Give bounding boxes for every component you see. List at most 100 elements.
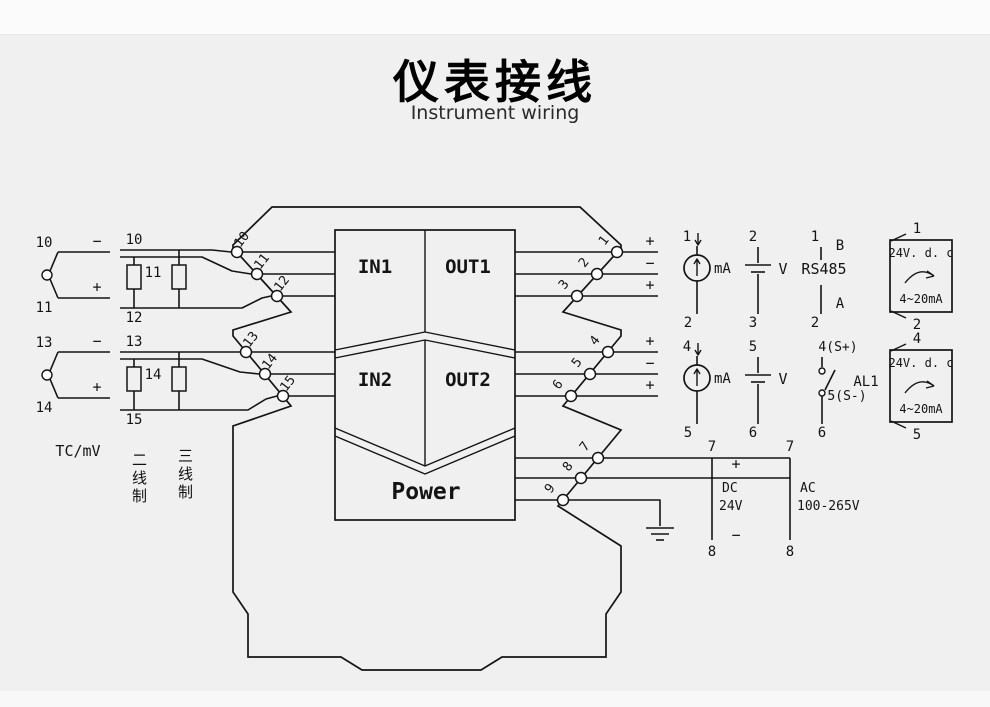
internal-wires <box>243 251 611 501</box>
rtd-resistor <box>126 366 142 392</box>
polarity-sign: + <box>645 232 654 250</box>
polarity-sign: + <box>645 276 654 294</box>
v2-bottom-num: 6 <box>749 425 757 441</box>
polarity-sign: − <box>645 354 654 372</box>
input-bus-wires <box>148 249 278 411</box>
volt-meter-out2: 5 V 6 <box>745 339 788 441</box>
loop2-voltage: 24V. d. c <box>888 356 953 370</box>
loop1-bottom-num: 2 <box>913 317 921 333</box>
loop2-bottom-num: 5 <box>913 427 921 443</box>
ac-voltage: 100-265V <box>797 499 860 514</box>
power-supply-section: 7 7 + − DC 24V AC 100-265V 8 8 <box>587 439 860 560</box>
out2-label: OUT2 <box>445 369 491 391</box>
polarity-sign: − <box>645 254 654 272</box>
bottom-strip <box>0 691 990 707</box>
rtd-resistor <box>126 264 142 290</box>
ma-meter-out2: 4 mA 5 <box>683 339 732 441</box>
sensor1-minus: − <box>92 232 101 250</box>
sensor-input-1: 10 − + 11 <box>36 232 110 316</box>
alarm-mid-num: 5(S-) <box>827 389 866 404</box>
ac-top-num: 7 <box>786 439 794 455</box>
sensor-type-label: TC/mV <box>55 442 100 460</box>
rs485-top-num: 1 <box>811 229 819 245</box>
ac-label: AC <box>800 481 816 496</box>
three-wire-column-1 <box>171 250 187 308</box>
page-subtitle: Instrument wiring <box>410 102 580 124</box>
loop1-top-num: 1 <box>913 221 921 237</box>
col-num: 10 <box>126 232 143 248</box>
in1-label: IN1 <box>358 256 392 278</box>
in2-label: IN2 <box>358 369 392 391</box>
col-num: 13 <box>126 334 143 350</box>
alarm-bottom-num: 6 <box>818 425 826 441</box>
terminal-num: 6 <box>550 377 567 392</box>
alarm-label: AL1 <box>853 374 878 390</box>
col-num: 12 <box>126 310 143 326</box>
sensor1-plus: + <box>92 278 101 296</box>
loop-supply-out1: 1 24V. d. c 4~20mA 2 <box>888 221 953 333</box>
top-strip <box>0 0 990 35</box>
two-wire-column-1: 10 11 12 <box>120 232 161 326</box>
loop2-range: 4~20mA <box>899 402 943 416</box>
dc-top-num: 7 <box>708 439 716 455</box>
ma-meter-out1: 1 mA 2 <box>683 229 732 331</box>
v1-unit: V <box>778 260 787 278</box>
three-wire-column-2 <box>171 352 187 410</box>
loop-supply-out2: 4 24V. d. c 4~20mA 5 <box>888 331 953 443</box>
power-label: Power <box>391 479 460 505</box>
device-outline <box>232 206 623 671</box>
loop1-range: 4~20mA <box>899 292 943 306</box>
col-num: 15 <box>126 412 143 428</box>
terminal-num: 4 <box>587 333 604 349</box>
alarm-top-num: 4(S+) <box>818 340 857 355</box>
sensor2-plus: + <box>92 378 101 396</box>
rs485-b-label: B <box>836 238 844 254</box>
col-num: 14 <box>145 367 162 383</box>
device-core: IN1 OUT1 IN2 OUT2 Power <box>334 229 516 521</box>
rs485-bottom-num: 2 <box>811 315 819 331</box>
page-title: 仪表接线 <box>393 55 597 109</box>
ac-bottom-num: 8 <box>786 544 794 560</box>
loop1-voltage: 24V. d. c <box>888 246 953 260</box>
sensor2-bottom-num: 14 <box>36 400 53 416</box>
sensor1-bottom-num: 11 <box>36 300 53 316</box>
v2-top-num: 5 <box>749 339 757 355</box>
terminal-num: 3 <box>556 277 573 292</box>
sensor2-top-num: 13 <box>36 335 53 351</box>
rtd-resistor <box>171 264 187 290</box>
three-wire-label: 三线制 <box>176 448 194 502</box>
dc-minus-sign: − <box>731 526 740 544</box>
ma1-bottom-num: 2 <box>684 315 692 331</box>
rs485-port: 1 B RS485 A 2 <box>801 229 846 331</box>
rs485-a-label: A <box>836 296 845 312</box>
sensor1-top-num: 10 <box>36 235 53 251</box>
ground-symbol <box>569 499 674 541</box>
ma2-bottom-num: 5 <box>684 425 692 441</box>
terminal-num: 2 <box>576 255 593 270</box>
two-wire-label: 二线制 <box>130 452 148 506</box>
col-num: 11 <box>145 265 162 281</box>
ma2-unit: mA <box>714 371 731 387</box>
out1-label: OUT1 <box>445 256 491 278</box>
dc-plus-sign: + <box>731 455 740 473</box>
sensor-input-2: 13 − + 14 <box>36 332 110 416</box>
ma1-top-num: 1 <box>683 229 691 245</box>
v2-unit: V <box>778 370 787 388</box>
dc-bottom-num: 8 <box>708 544 716 560</box>
v1-bottom-num: 3 <box>749 315 757 331</box>
volt-meter-out1: 2 V 3 <box>745 229 788 331</box>
terminal-screws <box>230 245 624 507</box>
terminal-num: 8 <box>560 459 577 474</box>
alarm-relay: 4(S+) 5(S-) AL1 6 <box>818 340 879 441</box>
dc-voltage: 24V <box>719 499 743 514</box>
terminal-num: 5 <box>569 355 586 370</box>
dc-label: DC <box>722 481 738 496</box>
polarity-sign: + <box>645 332 654 350</box>
terminal-num: 7 <box>577 439 594 454</box>
rs485-label: RS485 <box>801 260 846 278</box>
terminal-num: 9 <box>542 481 559 496</box>
ma2-top-num: 4 <box>683 339 691 355</box>
polarity-sign: + <box>645 376 654 394</box>
sensor2-minus: − <box>92 332 101 350</box>
